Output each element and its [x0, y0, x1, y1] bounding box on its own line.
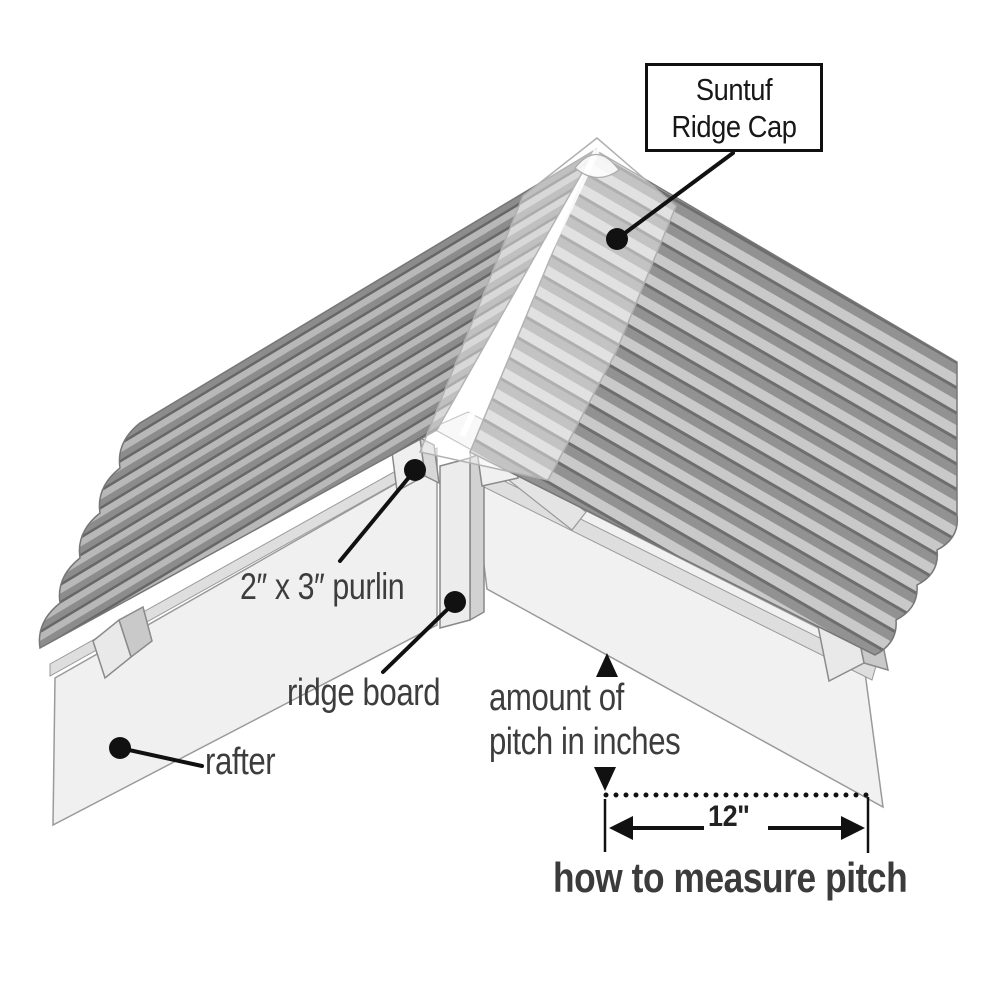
ridge-cap-callout-box: Suntuf Ridge Cap [645, 63, 823, 152]
callout-line-2: Ridge Cap [671, 108, 797, 144]
twelve-inch-label: 12" [708, 800, 750, 833]
span-arrowhead-left [609, 816, 633, 840]
diagram-title: how to measure pitch [553, 854, 908, 901]
rafter-leader-line [118, 746, 204, 768]
pitch-amount-line-2: pitch in inches [489, 721, 681, 763]
ridge-cap [418, 137, 677, 481]
purlin-dot [404, 459, 426, 481]
left-roof-panel [38, 147, 598, 650]
pitch-measurement [594, 653, 875, 853]
left-post [92, 605, 153, 680]
ridge-cap-leader-line [615, 151, 735, 241]
callout-leaders [118, 151, 735, 768]
rafter-label: rafter [205, 741, 276, 783]
ridge-board [439, 450, 485, 629]
ridge-board-dot [444, 591, 466, 613]
ridge-cap-dot [606, 228, 628, 250]
rafter-dot [109, 737, 131, 759]
ridge-board-leader-line [381, 600, 457, 674]
callout-dots [109, 228, 628, 759]
callout-line-1: Suntuf [695, 71, 773, 107]
right-roof-panel [469, 148, 959, 656]
ridge-board-label: ridge board [287, 672, 441, 714]
pitch-down-arrow [594, 767, 616, 791]
left-rafter-board [52, 458, 438, 827]
purlin-leader-line [338, 468, 417, 563]
purlin-label: 2″ x 3″ purlin [240, 566, 405, 607]
span-arrowhead-right [841, 816, 865, 840]
ridge-cap-callout-text: Suntuf Ridge Cap [672, 71, 797, 145]
pitch-up-arrow [596, 653, 618, 677]
pitch-amount-line-1: amount of [489, 677, 624, 719]
pitch-amount-label: amount of pitch in inches [489, 676, 681, 764]
